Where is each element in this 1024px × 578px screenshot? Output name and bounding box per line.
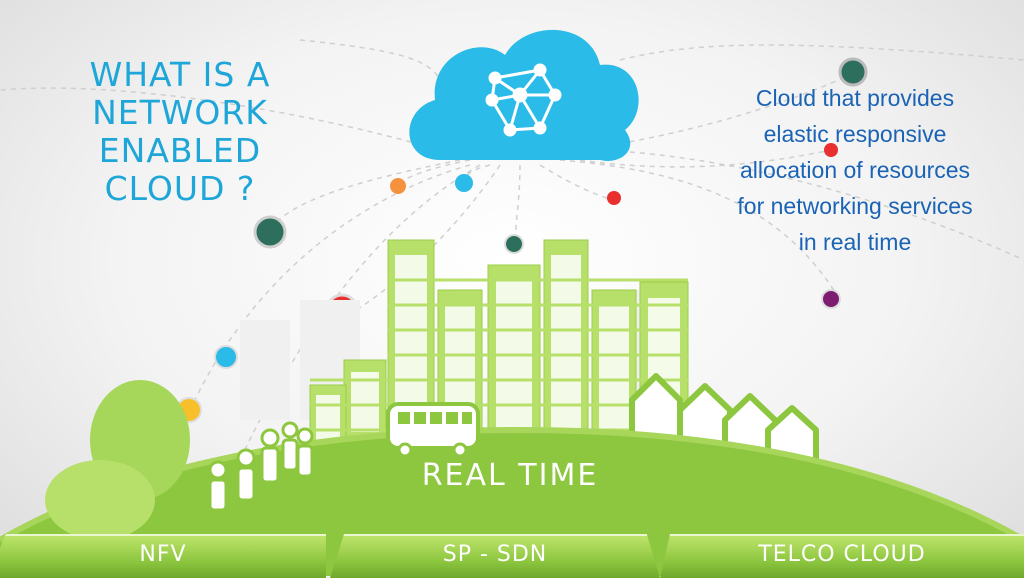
description-line: Cloud that provides — [755, 85, 955, 111]
tree-icon — [45, 380, 190, 540]
title-line: NETWORK — [92, 93, 268, 132]
title-line: WHAT IS A — [89, 55, 271, 94]
bus-icon — [386, 402, 480, 458]
building-windows — [316, 255, 680, 440]
title-line: CLOUD ? — [104, 169, 256, 208]
tab-sp-sdn[interactable]: SP - SDN — [330, 534, 660, 578]
description-line: for networking services — [737, 193, 973, 219]
description-line: allocation of resources — [739, 157, 971, 183]
tab-telco-cloud[interactable]: TELCO CLOUD — [660, 534, 1024, 578]
page-title: WHAT IS A NETWORK ENABLED CLOUD ? — [60, 56, 300, 208]
description-text: Cloud that provides elastic responsive a… — [690, 80, 1020, 260]
description-line: elastic responsive — [763, 121, 947, 147]
window-grid — [310, 278, 688, 432]
description-line: in real time — [798, 229, 912, 255]
title-line: ENABLED — [98, 131, 262, 170]
people-icon — [208, 421, 314, 512]
network-cloud-icon — [409, 29, 639, 161]
tab-nfv[interactable]: NFV — [0, 534, 326, 578]
real-time-label: REAL TIME — [421, 458, 599, 493]
